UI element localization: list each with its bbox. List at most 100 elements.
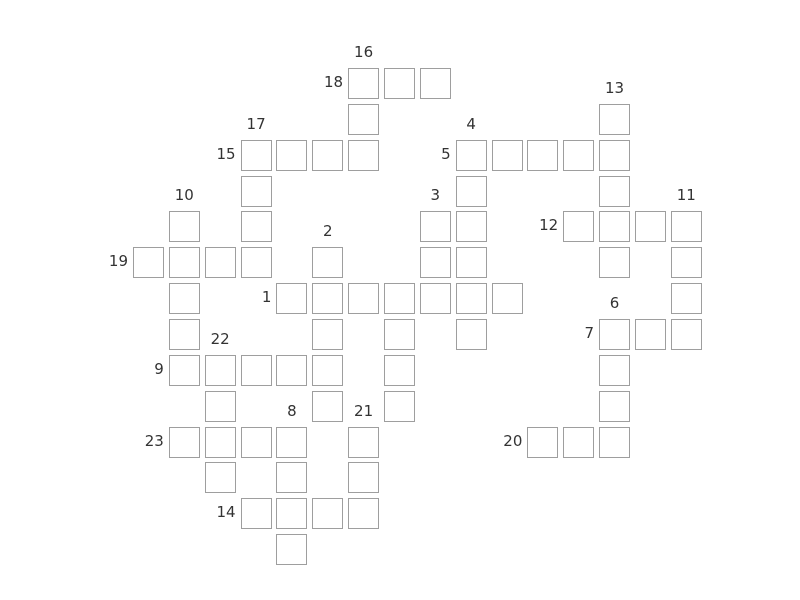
clue-number: 13	[604, 78, 625, 97]
crossword-cell[interactable]	[312, 354, 344, 386]
crossword-cell[interactable]	[670, 211, 702, 243]
crossword-cell[interactable]	[240, 211, 272, 243]
crossword-cell[interactable]	[419, 211, 451, 243]
crossword-cell[interactable]	[240, 247, 272, 279]
crossword-cell[interactable]	[599, 390, 630, 422]
crossword-cell[interactable]	[491, 283, 523, 315]
clue-number: 3	[430, 186, 441, 205]
crossword-cell[interactable]	[455, 211, 487, 243]
crossword-cell[interactable]	[240, 354, 272, 386]
crossword-cell[interactable]	[419, 68, 451, 99]
clue-number: 18	[324, 73, 344, 91]
crossword-cell[interactable]	[168, 319, 200, 350]
crossword-cell[interactable]	[599, 247, 630, 279]
crossword-cell[interactable]	[455, 247, 487, 279]
crossword-cell[interactable]	[240, 426, 272, 458]
crossword-cell[interactable]	[168, 211, 200, 243]
crossword-cell[interactable]	[599, 175, 630, 207]
crossword-cell[interactable]	[312, 139, 344, 171]
crossword-cell[interactable]	[276, 498, 308, 530]
crossword-cell[interactable]	[276, 283, 308, 315]
clue-number: 12	[539, 216, 559, 235]
crossword-cell[interactable]	[419, 283, 451, 315]
crossword-cell[interactable]	[312, 247, 344, 279]
crossword-cell[interactable]	[599, 103, 630, 135]
clue-number: 11	[676, 186, 696, 205]
clue-number: 4	[466, 114, 476, 133]
crossword-cell[interactable]	[527, 426, 559, 458]
clue-number: 15	[216, 144, 236, 163]
crossword-cell[interactable]	[276, 426, 308, 458]
crossword-cell[interactable]	[276, 534, 308, 565]
crossword-cell[interactable]	[563, 139, 595, 171]
crossword-cell[interactable]	[204, 462, 236, 494]
clue-number: 1	[261, 288, 272, 307]
crossword-cell[interactable]	[348, 462, 380, 494]
clue-number: 22	[210, 329, 230, 348]
crossword-cell[interactable]	[455, 319, 487, 350]
crossword-cell[interactable]	[204, 247, 236, 279]
crossword-cell[interactable]	[168, 426, 200, 458]
clue-number: 2	[323, 222, 333, 241]
crossword-cell[interactable]	[348, 68, 380, 99]
crossword-cell[interactable]	[599, 319, 630, 350]
crossword-cell[interactable]	[599, 211, 630, 243]
crossword-cell[interactable]	[384, 68, 415, 99]
crossword-cell[interactable]	[312, 319, 344, 350]
clue-number: 17	[246, 114, 266, 133]
crossword-cell[interactable]	[168, 247, 200, 279]
crossword-cell[interactable]	[634, 319, 666, 350]
crossword-cell[interactable]	[204, 354, 236, 386]
crossword-cell[interactable]	[670, 247, 702, 279]
crossword-cell[interactable]	[419, 247, 451, 279]
crossword-cell[interactable]	[455, 175, 487, 207]
crossword-cell[interactable]	[276, 354, 308, 386]
crossword-cell[interactable]	[312, 498, 344, 530]
crossword-cell[interactable]	[384, 354, 415, 386]
crossword-cell[interactable]	[599, 354, 630, 386]
crossword-cell[interactable]	[563, 211, 595, 243]
crossword-cell[interactable]	[312, 390, 344, 422]
crossword-cell[interactable]	[348, 283, 380, 315]
crossword-cell[interactable]	[670, 319, 702, 350]
clue-number: 8	[287, 401, 297, 420]
crossword-cell[interactable]	[670, 283, 702, 315]
crossword-cell[interactable]	[563, 426, 595, 458]
crossword-cell[interactable]	[384, 283, 415, 315]
crossword-cell[interactable]	[599, 139, 630, 171]
crossword-cell[interactable]	[312, 283, 344, 315]
clue-number: 6	[609, 294, 620, 312]
crossword-cell[interactable]	[240, 498, 272, 530]
crossword-cell[interactable]	[527, 139, 559, 171]
crossword-cell[interactable]	[348, 139, 380, 171]
crossword-cell[interactable]	[276, 139, 308, 171]
clue-number: 7	[584, 324, 594, 342]
clue-number: 5	[441, 144, 451, 163]
crossword-cell[interactable]	[348, 426, 380, 458]
clue-number: 10	[174, 186, 194, 205]
clue-number: 14	[216, 503, 236, 522]
clue-number: 20	[503, 431, 523, 450]
crossword-cell[interactable]	[348, 498, 380, 530]
crossword-cell[interactable]	[240, 139, 272, 171]
crossword-cell[interactable]	[133, 247, 164, 279]
crossword-cell[interactable]	[455, 139, 487, 171]
crossword-cell[interactable]	[384, 390, 415, 422]
crossword-cell[interactable]	[168, 283, 200, 315]
crossword-cell[interactable]	[204, 390, 236, 422]
crossword-cell[interactable]	[276, 462, 308, 494]
crossword-cell[interactable]	[634, 211, 666, 243]
crossword-cell[interactable]	[384, 319, 415, 350]
crossword-cell[interactable]	[240, 175, 272, 207]
clue-number: 19	[108, 252, 128, 271]
crossword-cell[interactable]	[348, 103, 380, 135]
crossword-cell[interactable]	[168, 354, 200, 386]
clue-number: 21	[354, 401, 374, 420]
clue-number: 23	[144, 431, 164, 450]
crossword-cell[interactable]	[599, 426, 630, 458]
clue-number: 9	[154, 359, 164, 378]
crossword-cell[interactable]	[491, 139, 523, 171]
crossword-cell[interactable]	[455, 283, 487, 315]
crossword-cell[interactable]	[204, 426, 236, 458]
